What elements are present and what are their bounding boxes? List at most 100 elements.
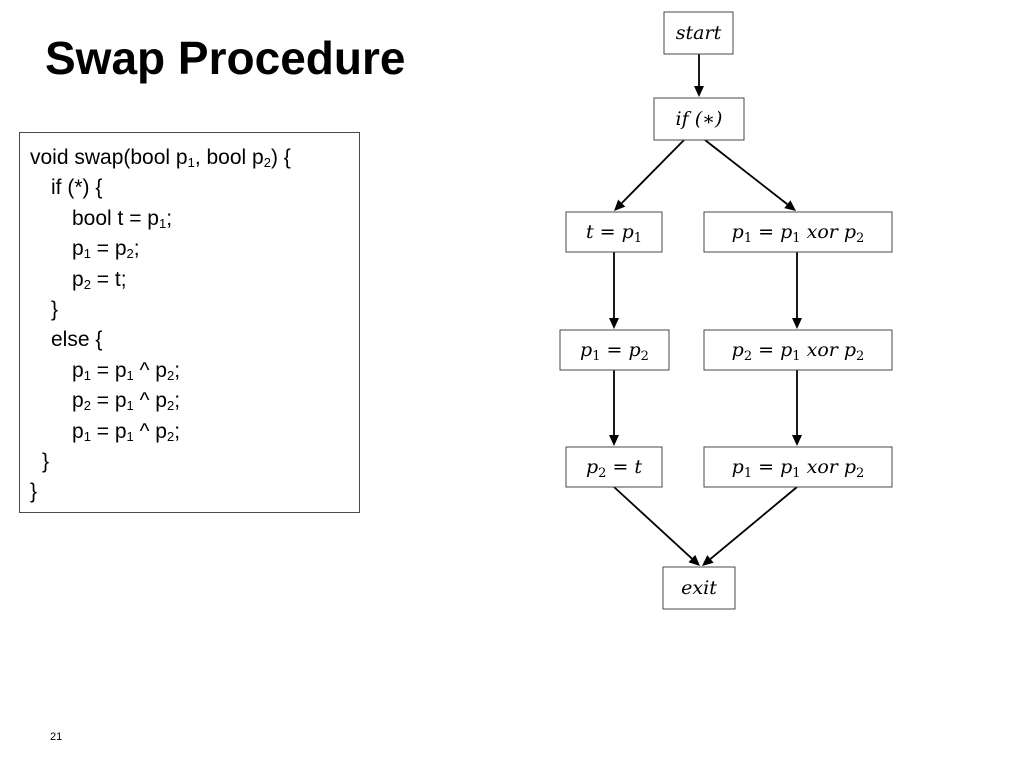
node-label-subscript: 1 bbox=[744, 231, 752, 246]
code-text: p bbox=[72, 237, 84, 261]
node-p1_xor_b: p1 = p1 xor p2 bbox=[703, 446, 893, 488]
node-label: p1 = p1 xor p2 bbox=[732, 221, 865, 246]
code-line: } bbox=[20, 447, 359, 477]
page-number: 21 bbox=[50, 731, 63, 743]
node-label-subscript: 2 bbox=[856, 466, 864, 481]
code-text: } bbox=[42, 449, 50, 473]
code-subscript: 1 bbox=[83, 428, 91, 444]
edge-if-to-p1_xor_a bbox=[704, 139, 788, 205]
node-label-text: = p bbox=[752, 339, 792, 361]
node-t_assign: t = p1 bbox=[565, 211, 663, 253]
code-line: void swap(bool p1, bool p2) { bbox=[20, 143, 359, 173]
code-text: = p bbox=[90, 358, 127, 382]
arrowhead bbox=[694, 86, 704, 97]
node-exit: exit bbox=[662, 566, 736, 610]
node-box bbox=[703, 446, 893, 488]
code-subscript: 1 bbox=[187, 155, 195, 170]
arrowhead bbox=[614, 199, 626, 211]
arrowhead bbox=[784, 200, 796, 211]
edges-layer bbox=[609, 54, 802, 566]
code-subscript: 1 bbox=[83, 367, 91, 383]
node-label-subscript: 2 bbox=[641, 349, 649, 364]
edge-p1_xor_b-to-exit bbox=[709, 486, 798, 560]
slide-title: Swap Procedure bbox=[45, 32, 406, 84]
code-line: } bbox=[20, 477, 359, 507]
node-label-text: xor p bbox=[801, 339, 856, 361]
node-box bbox=[663, 11, 734, 55]
node-box bbox=[703, 329, 893, 371]
code-text: else { bbox=[51, 328, 103, 352]
code-text: ^ p bbox=[133, 419, 167, 443]
code-line: p1 = p1 ^ p2; bbox=[20, 356, 359, 386]
arrowhead bbox=[702, 555, 714, 566]
code-subscript: 1 bbox=[83, 246, 91, 262]
node-label-text: p bbox=[580, 339, 592, 361]
node-label-text: = p bbox=[601, 339, 641, 361]
arrowhead bbox=[609, 318, 619, 329]
node-p2_xor: p2 = p1 xor p2 bbox=[703, 329, 893, 371]
code-subscript: 1 bbox=[126, 367, 134, 383]
node-box bbox=[559, 329, 670, 371]
node-label-text: p bbox=[732, 339, 744, 361]
node-label-text: = p bbox=[752, 456, 792, 478]
node-label-text: = t bbox=[606, 456, 642, 478]
code-text: ; bbox=[174, 358, 181, 382]
code-text: ; bbox=[133, 237, 140, 261]
edge-p2_assign-to-exit bbox=[613, 486, 693, 560]
node-label-text: start bbox=[676, 22, 722, 44]
code-listing: void swap(bool p1, bool p2) {if (*) { boo… bbox=[19, 132, 360, 513]
code-text: p bbox=[72, 389, 84, 413]
node-label: p2 = p1 xor p2 bbox=[732, 339, 865, 364]
node-label-text: exit bbox=[681, 577, 717, 599]
node-label: if (∗) bbox=[676, 108, 723, 130]
code-subscript: 1 bbox=[158, 215, 167, 231]
code-text: p bbox=[72, 419, 84, 443]
node-p1_assign: p1 = p2 bbox=[559, 329, 670, 371]
code-text: ^ p bbox=[133, 358, 167, 382]
code-text: p bbox=[72, 267, 84, 291]
node-label-text: p bbox=[586, 456, 598, 478]
node-label-subscript: 1 bbox=[592, 349, 600, 364]
node-label-subscript: 1 bbox=[792, 466, 800, 481]
node-start: start bbox=[663, 11, 734, 55]
node-label-subscript: 2 bbox=[856, 231, 864, 246]
code-text: = p bbox=[90, 419, 127, 443]
node-label: start bbox=[676, 22, 722, 44]
arrowhead bbox=[792, 318, 802, 329]
node-box bbox=[653, 97, 745, 141]
edge-if-to-t_assign bbox=[621, 139, 685, 204]
code-subscript: 1 bbox=[126, 428, 134, 444]
node-label-text: p bbox=[732, 456, 744, 478]
code-text: bool t = p bbox=[72, 206, 159, 230]
node-p2_assign: p2 = t bbox=[565, 446, 663, 488]
node-label-text: xor p bbox=[801, 221, 856, 243]
node-if: if (∗) bbox=[653, 97, 745, 141]
code-text: } bbox=[51, 297, 59, 321]
code-text: } bbox=[30, 480, 38, 504]
code-subscript: 2 bbox=[263, 155, 271, 170]
code-text: = t; bbox=[90, 267, 127, 291]
node-label-subscript: 1 bbox=[744, 466, 752, 481]
node-label-subscript: 2 bbox=[744, 349, 752, 364]
code-subscript: 1 bbox=[126, 398, 134, 414]
code-text: , bool p bbox=[194, 146, 264, 169]
code-line: if (*) { bbox=[20, 173, 359, 203]
node-label-text: = p bbox=[752, 221, 792, 243]
arrowhead bbox=[688, 554, 700, 566]
node-label-text: if (∗) bbox=[676, 108, 723, 130]
code-text: = p bbox=[90, 389, 127, 413]
node-label-subscript: 1 bbox=[634, 231, 642, 246]
node-label: p1 = p1 xor p2 bbox=[732, 456, 865, 481]
node-label: p1 = p2 bbox=[580, 339, 649, 364]
node-box bbox=[565, 211, 663, 253]
code-text: = p bbox=[90, 237, 127, 261]
node-label-subscript: 1 bbox=[792, 231, 800, 246]
code-subscript: 2 bbox=[126, 246, 134, 262]
node-p1_xor_a: p1 = p1 xor p2 bbox=[703, 211, 893, 253]
code-line: p1 = p1 ^ p2; bbox=[20, 417, 359, 447]
code-line: } bbox=[20, 295, 359, 325]
code-text: ; bbox=[174, 389, 181, 413]
node-label-subscript: 1 bbox=[792, 349, 800, 364]
code-text: ^ p bbox=[133, 389, 167, 413]
